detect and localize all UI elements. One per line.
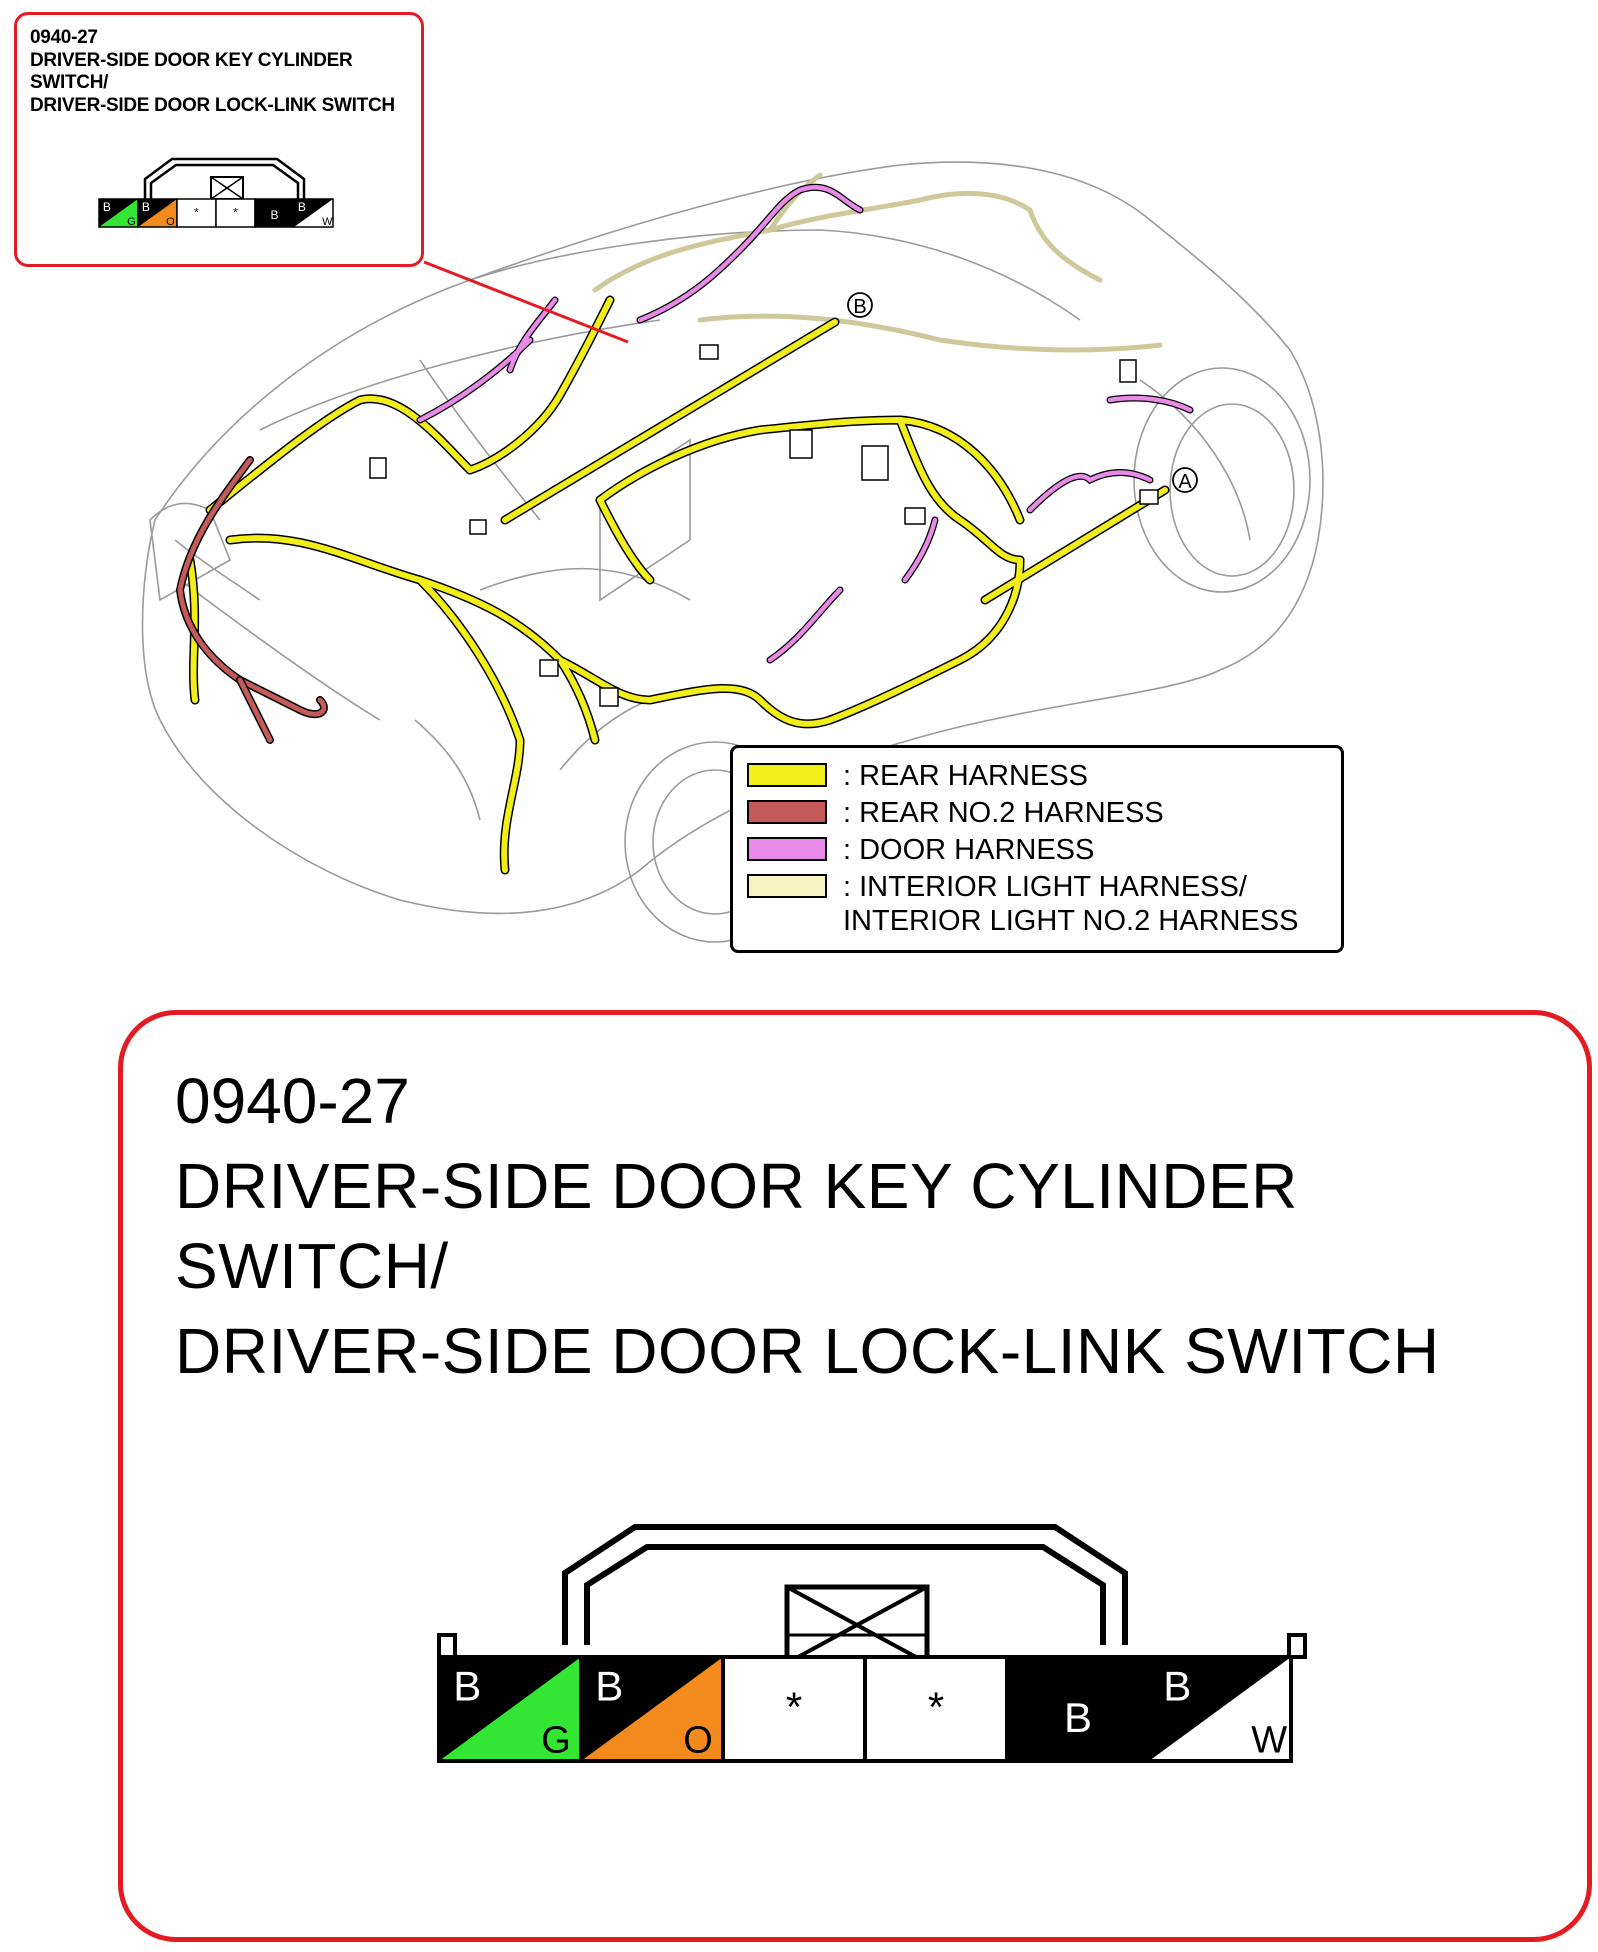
legend-label-interior-light-line2: INTERIOR LIGHT NO.2 HARNESS xyxy=(843,905,1299,937)
legend-swatch-door-harness xyxy=(747,837,827,861)
connector-code: 0940-27 xyxy=(175,1065,410,1137)
connector-pin-6-bottom-label: W xyxy=(1251,1720,1287,1762)
connector-pin-1-top-label: B xyxy=(453,1663,481,1710)
legend-label-rear-harness: : REAR HARNESS xyxy=(843,760,1088,792)
connector-pin-2-bottom-label: O xyxy=(683,1720,713,1762)
connector-pin-2-top-label: B xyxy=(595,1663,623,1710)
rear-harness-route xyxy=(185,295,1170,875)
connector-pin-6: BW xyxy=(1147,1655,1293,1763)
connector-pin-1-bottom-label: G xyxy=(541,1720,571,1762)
callout-pointer-line xyxy=(423,260,629,344)
connector-pin-3: * xyxy=(721,1655,867,1763)
svg-text:A: A xyxy=(1178,471,1192,493)
connector-pin-4: * xyxy=(215,198,256,228)
callout-title-line1: DRIVER-SIDE DOOR KEY CYLINDER xyxy=(30,50,353,71)
connector-pin-2: BO xyxy=(137,198,178,228)
connector-pin-5-top-label: B xyxy=(1064,1694,1092,1741)
connector-pin-1-top-label: B xyxy=(103,200,111,214)
marker-b: B xyxy=(847,292,873,318)
connector-pin-1: BG xyxy=(98,198,139,228)
callout-title-line2: SWITCH/ xyxy=(30,72,109,93)
harness-connectors xyxy=(369,344,1159,707)
connector-title-line2: SWITCH/ xyxy=(175,1230,449,1302)
connector-callout-large: 0940-27 DRIVER-SIDE DOOR KEY CYLINDER SW… xyxy=(118,1010,1592,1942)
callout-code: 0940-27 xyxy=(30,27,98,48)
connector-pin-1-bottom-label: G xyxy=(127,216,136,228)
connector-title-line3: DRIVER-SIDE DOOR LOCK-LINK SWITCH xyxy=(175,1315,1440,1387)
svg-text:B: B xyxy=(853,296,866,318)
legend-label-interior-light-line1: : INTERIOR LIGHT HARNESS/ xyxy=(843,871,1247,903)
marker-a: A xyxy=(1172,467,1198,493)
connector-pin-1: BG xyxy=(437,1655,583,1763)
connector-pin-6: BW xyxy=(293,198,334,228)
legend-label-door-harness: : DOOR HARNESS xyxy=(843,834,1095,866)
connector-pin-3-top-label: * xyxy=(786,1683,802,1730)
door-harness-route xyxy=(416,183,1194,664)
connector-pin-4: * xyxy=(863,1655,1009,1763)
legend-swatch-rear-no2-harness xyxy=(747,800,827,824)
car-body-outline xyxy=(141,161,1324,943)
rear-no2-harness-route xyxy=(175,456,328,744)
connector-pin-6-top-label: B xyxy=(1163,1663,1191,1710)
connector-pin-5: B xyxy=(1005,1655,1151,1763)
callout-title-line3: DRIVER-SIDE DOOR LOCK-LINK SWITCH xyxy=(30,95,395,116)
connector-pin-5-top-label: B xyxy=(270,208,278,222)
legend-swatch-interior-light-harness xyxy=(747,874,827,898)
connector-pin-3-top-label: * xyxy=(194,205,199,219)
legend-swatch-rear-harness xyxy=(747,763,827,787)
connector-pin-4-top-label: * xyxy=(928,1683,944,1730)
connector-pin-4-top-label: * xyxy=(233,205,238,219)
connector-callout-small: 0940-27 DRIVER-SIDE DOOR KEY CYLINDER SW… xyxy=(14,12,424,267)
connector-pin-3: * xyxy=(176,198,217,228)
connector-title-line1: DRIVER-SIDE DOOR KEY CYLINDER xyxy=(175,1150,1298,1222)
harness-legend: : REAR HARNESS : REAR NO.2 HARNESS : DOO… xyxy=(730,745,1344,953)
interior-light-harness-route xyxy=(592,172,1163,353)
connector-pin-2: BO xyxy=(579,1655,725,1763)
connector-pin-6-bottom-label: W xyxy=(322,216,333,228)
connector-pin-6-top-label: B xyxy=(298,200,306,214)
connector-pin-2-bottom-label: O xyxy=(166,216,175,228)
connector-pin-2-top-label: B xyxy=(142,200,150,214)
legend-label-rear-no2-harness: : REAR NO.2 HARNESS xyxy=(843,797,1164,829)
connector-pin-5: B xyxy=(254,198,295,228)
